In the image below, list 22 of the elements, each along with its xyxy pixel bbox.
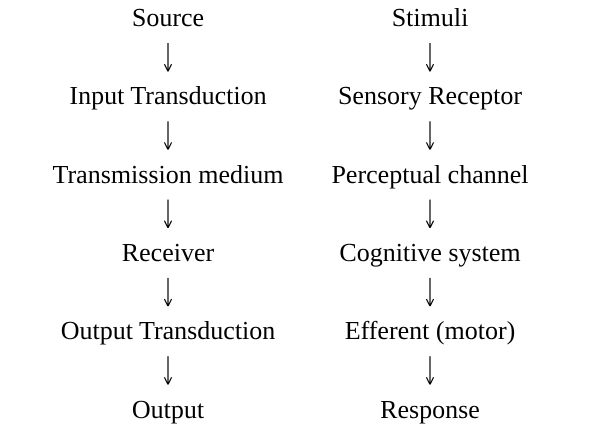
arrow — [164, 200, 172, 228]
arrow — [164, 278, 172, 307]
arrow — [164, 356, 172, 386]
step-label: Response — [380, 394, 480, 424]
arrow — [164, 121, 172, 150]
step-label: Stimuli — [392, 3, 468, 33]
step-label: Cognitive system — [339, 238, 521, 268]
arrow — [426, 356, 434, 386]
step-label: Receiver — [122, 238, 214, 268]
step-label: Efferent (motor) — [344, 316, 516, 346]
step-label: Input Transduction — [69, 81, 267, 112]
arrow — [164, 43, 172, 72]
arrow — [426, 121, 434, 150]
step-label: Source — [132, 3, 204, 33]
arrow — [426, 43, 434, 72]
step-label: Perceptual channel — [331, 160, 529, 190]
step-label: Transmission medium — [52, 160, 284, 190]
step-label: Output Transduction — [60, 316, 276, 346]
arrow — [426, 278, 434, 307]
step-label: Output — [132, 394, 204, 424]
arrow — [426, 200, 434, 228]
step-label: Sensory Receptor — [338, 81, 522, 112]
